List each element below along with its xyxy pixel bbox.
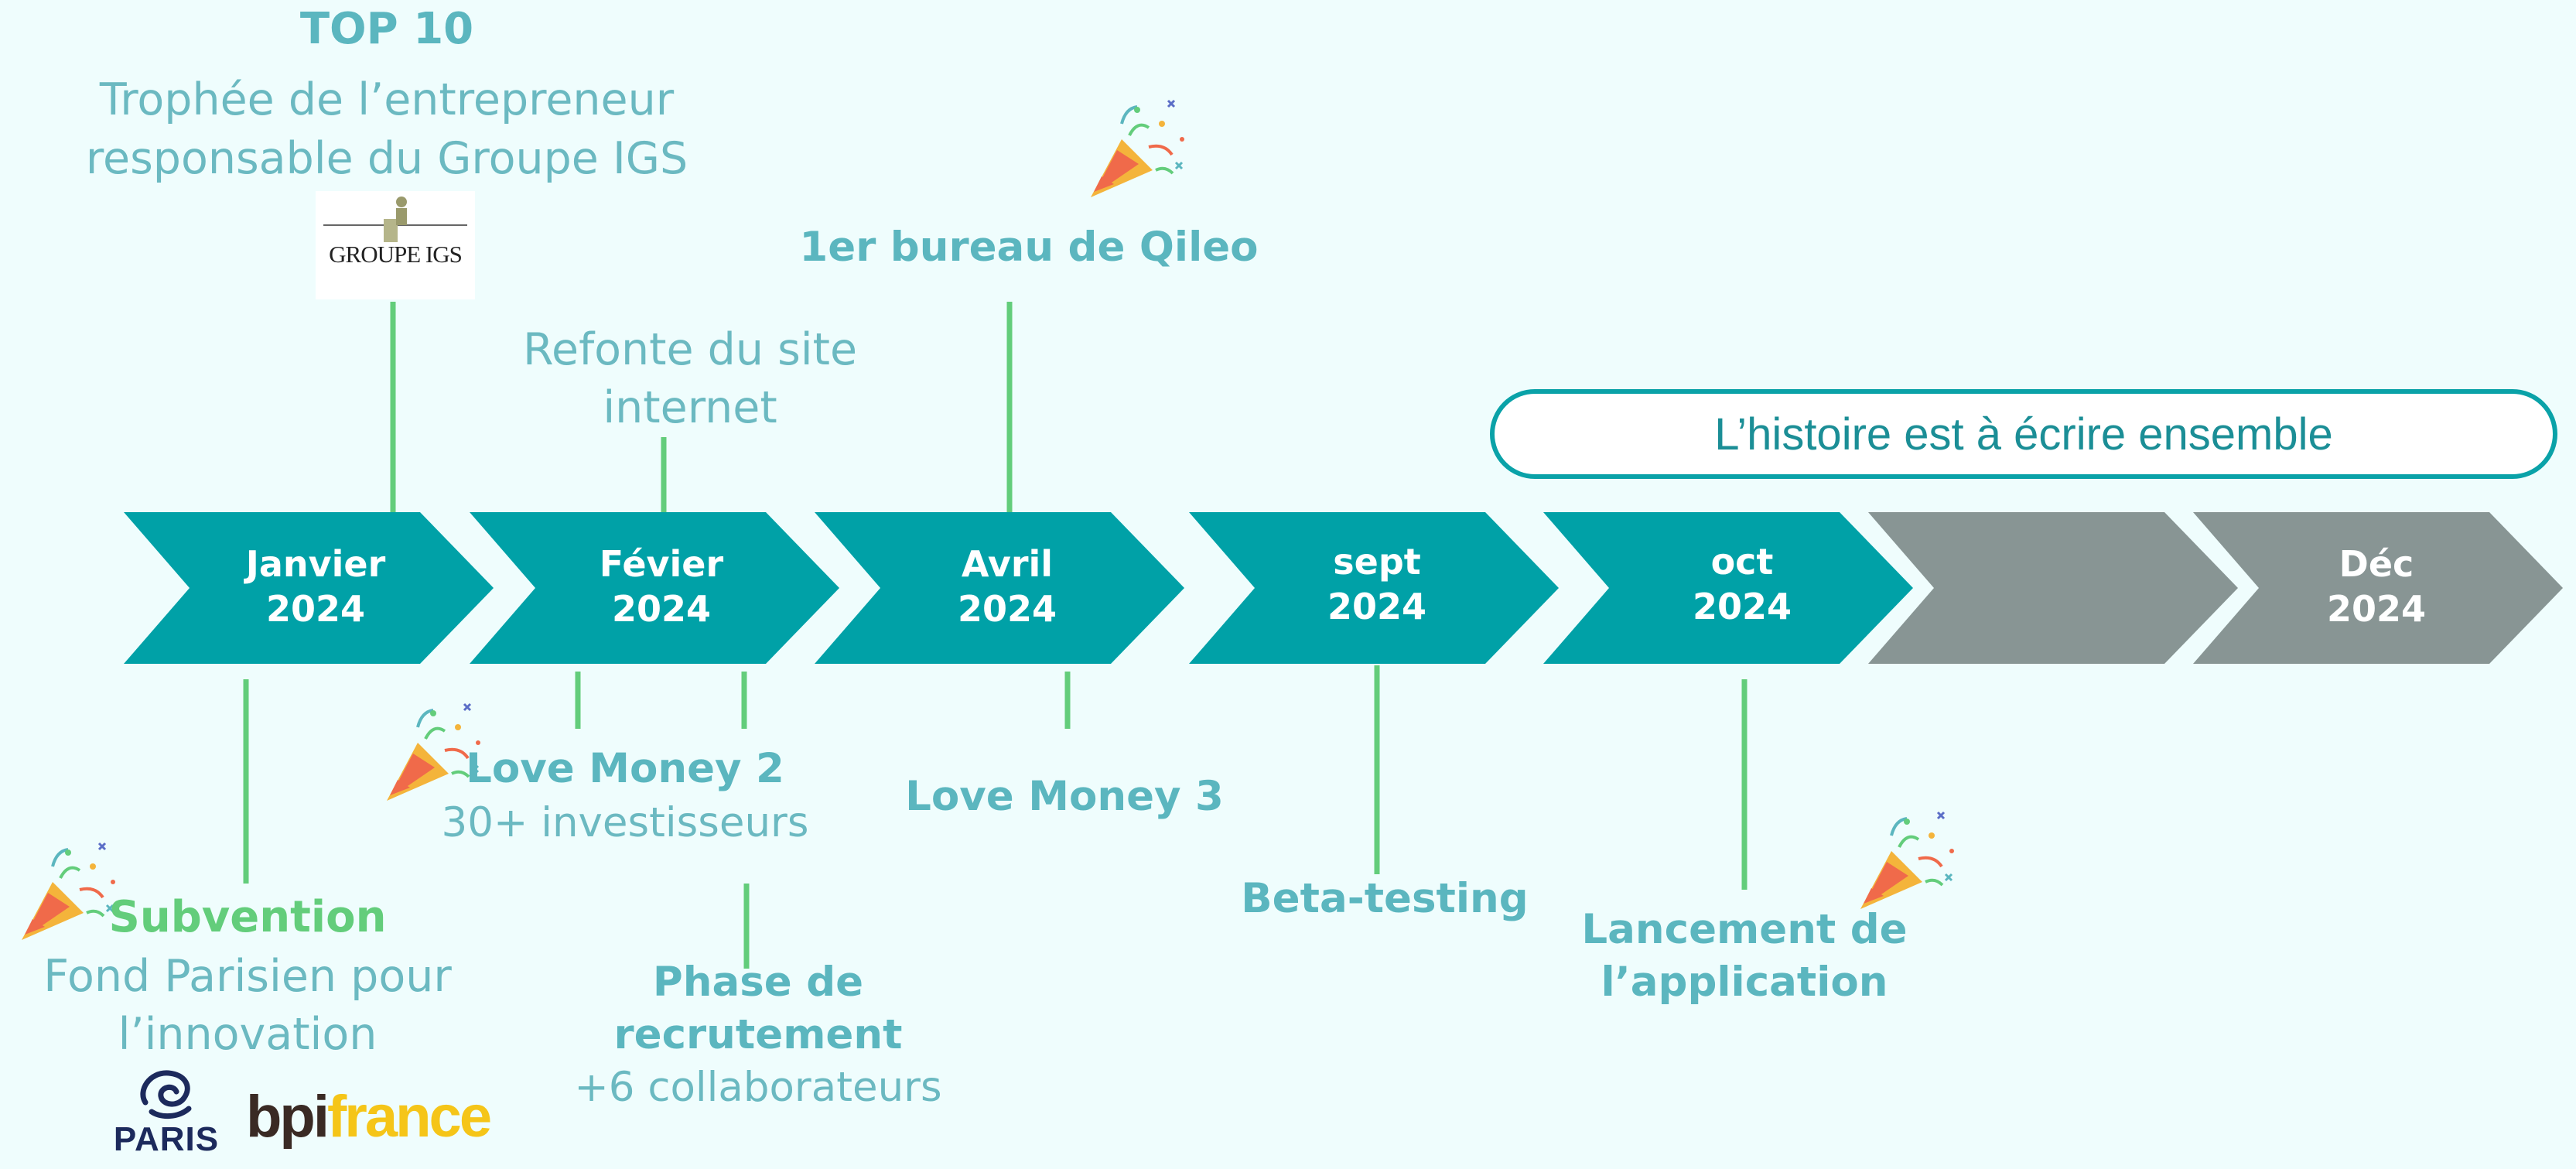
refonte-line1: Refonte du site	[522, 324, 858, 375]
top10-title: TOP 10	[299, 4, 474, 54]
chevron-label-line2: 2024	[265, 588, 366, 630]
connector-lines	[243, 302, 1748, 969]
subvention-title: Subvention	[108, 892, 387, 942]
future-callout-text: L’histoire est à écrire ensemble	[1714, 408, 2333, 460]
chevron-label-avril: Avril 2024	[891, 542, 1123, 631]
paris-logo-text: PARIS	[113, 1120, 220, 1158]
chevron-label-line2: 2024	[1692, 586, 1792, 627]
bpifrance-logo: bpifrance	[246, 1083, 492, 1150]
party-popper-icon-subvention	[22, 842, 115, 940]
party-popper-icon-bureau	[1091, 99, 1184, 197]
party-popper-icon-love-money-2	[387, 702, 480, 801]
top10-desc-line2: responsable du Groupe IGS	[85, 133, 688, 184]
bpifrance-logo-france: france	[326, 1084, 492, 1150]
beta-testing-title: Beta-testing	[1241, 875, 1529, 922]
groupe-igs-logo: GROUPE IGS	[316, 191, 475, 299]
chevron-label-line2: 2024	[1327, 586, 1427, 627]
chevron-label-line1: Avril	[961, 543, 1054, 585]
chevron-label-line2: 2024	[611, 588, 712, 630]
chevron-row	[124, 512, 2563, 664]
party-popper-icon-lancement	[1860, 811, 1954, 909]
subvention-desc-line1: Fond Parisien pour	[43, 951, 452, 1002]
groupe-igs-logo-text: GROUPE IGS	[329, 241, 463, 268]
lancement-line2: l’application	[1601, 959, 1888, 1006]
chevron-future	[1868, 512, 2238, 664]
future-callout: L’histoire est à écrire ensemble	[1490, 389, 2557, 479]
chevron-label-line1: Févier	[599, 543, 724, 585]
chevron-label-line1: Janvier	[245, 543, 386, 585]
lancement-line1: Lancement de	[1581, 906, 1908, 953]
recrutement-line1: Phase de	[652, 959, 864, 1006]
recrutement-subtitle: +6 collaborateurs	[574, 1064, 942, 1111]
chevron-label-oct: oct 2024	[1626, 539, 1858, 629]
chevron-janvier	[124, 512, 494, 664]
chevron-label-line1: oct	[1710, 541, 1774, 583]
love-money-3-title: Love Money 3	[905, 773, 1224, 820]
chevron-label-sept: sept 2024	[1261, 539, 1493, 629]
chevron-label-fevier: Févier 2024	[545, 542, 777, 631]
paris-logo-mark	[140, 1070, 192, 1119]
chevron-sept	[1189, 512, 1559, 664]
love-money-2-subtitle: 30+ investisseurs	[441, 799, 809, 846]
chevron-label-line2: 2024	[2326, 588, 2427, 630]
top10-desc-line1: Trophée de l’entrepreneur	[99, 74, 675, 125]
chevron-label-line2: 2024	[957, 588, 1057, 630]
subvention-desc-line2: l’innovation	[118, 1009, 378, 1060]
chevron-oct	[1543, 512, 1913, 664]
igs-logo-mark	[323, 197, 467, 242]
recrutement-line2: recrutement	[613, 1011, 903, 1058]
love-money-2-title: Love Money 2	[466, 745, 784, 792]
party-popper-group	[22, 99, 1954, 940]
chevron-label-janvier: Janvier 2024	[200, 542, 432, 631]
chevron-label-dec: Déc 2024	[2260, 542, 2492, 631]
chevron-label-line1: Déc	[2339, 543, 2414, 585]
bpifrance-logo-bpi: bpi	[246, 1084, 330, 1150]
chevron-label-line1: sept	[1333, 541, 1421, 583]
refonte-line2: internet	[603, 382, 777, 433]
chevron-dec	[2193, 512, 2563, 664]
chevron-avril	[815, 512, 1184, 664]
bureau-title: 1er bureau de Qileo	[799, 224, 1259, 271]
chevron-fevier	[470, 512, 839, 664]
